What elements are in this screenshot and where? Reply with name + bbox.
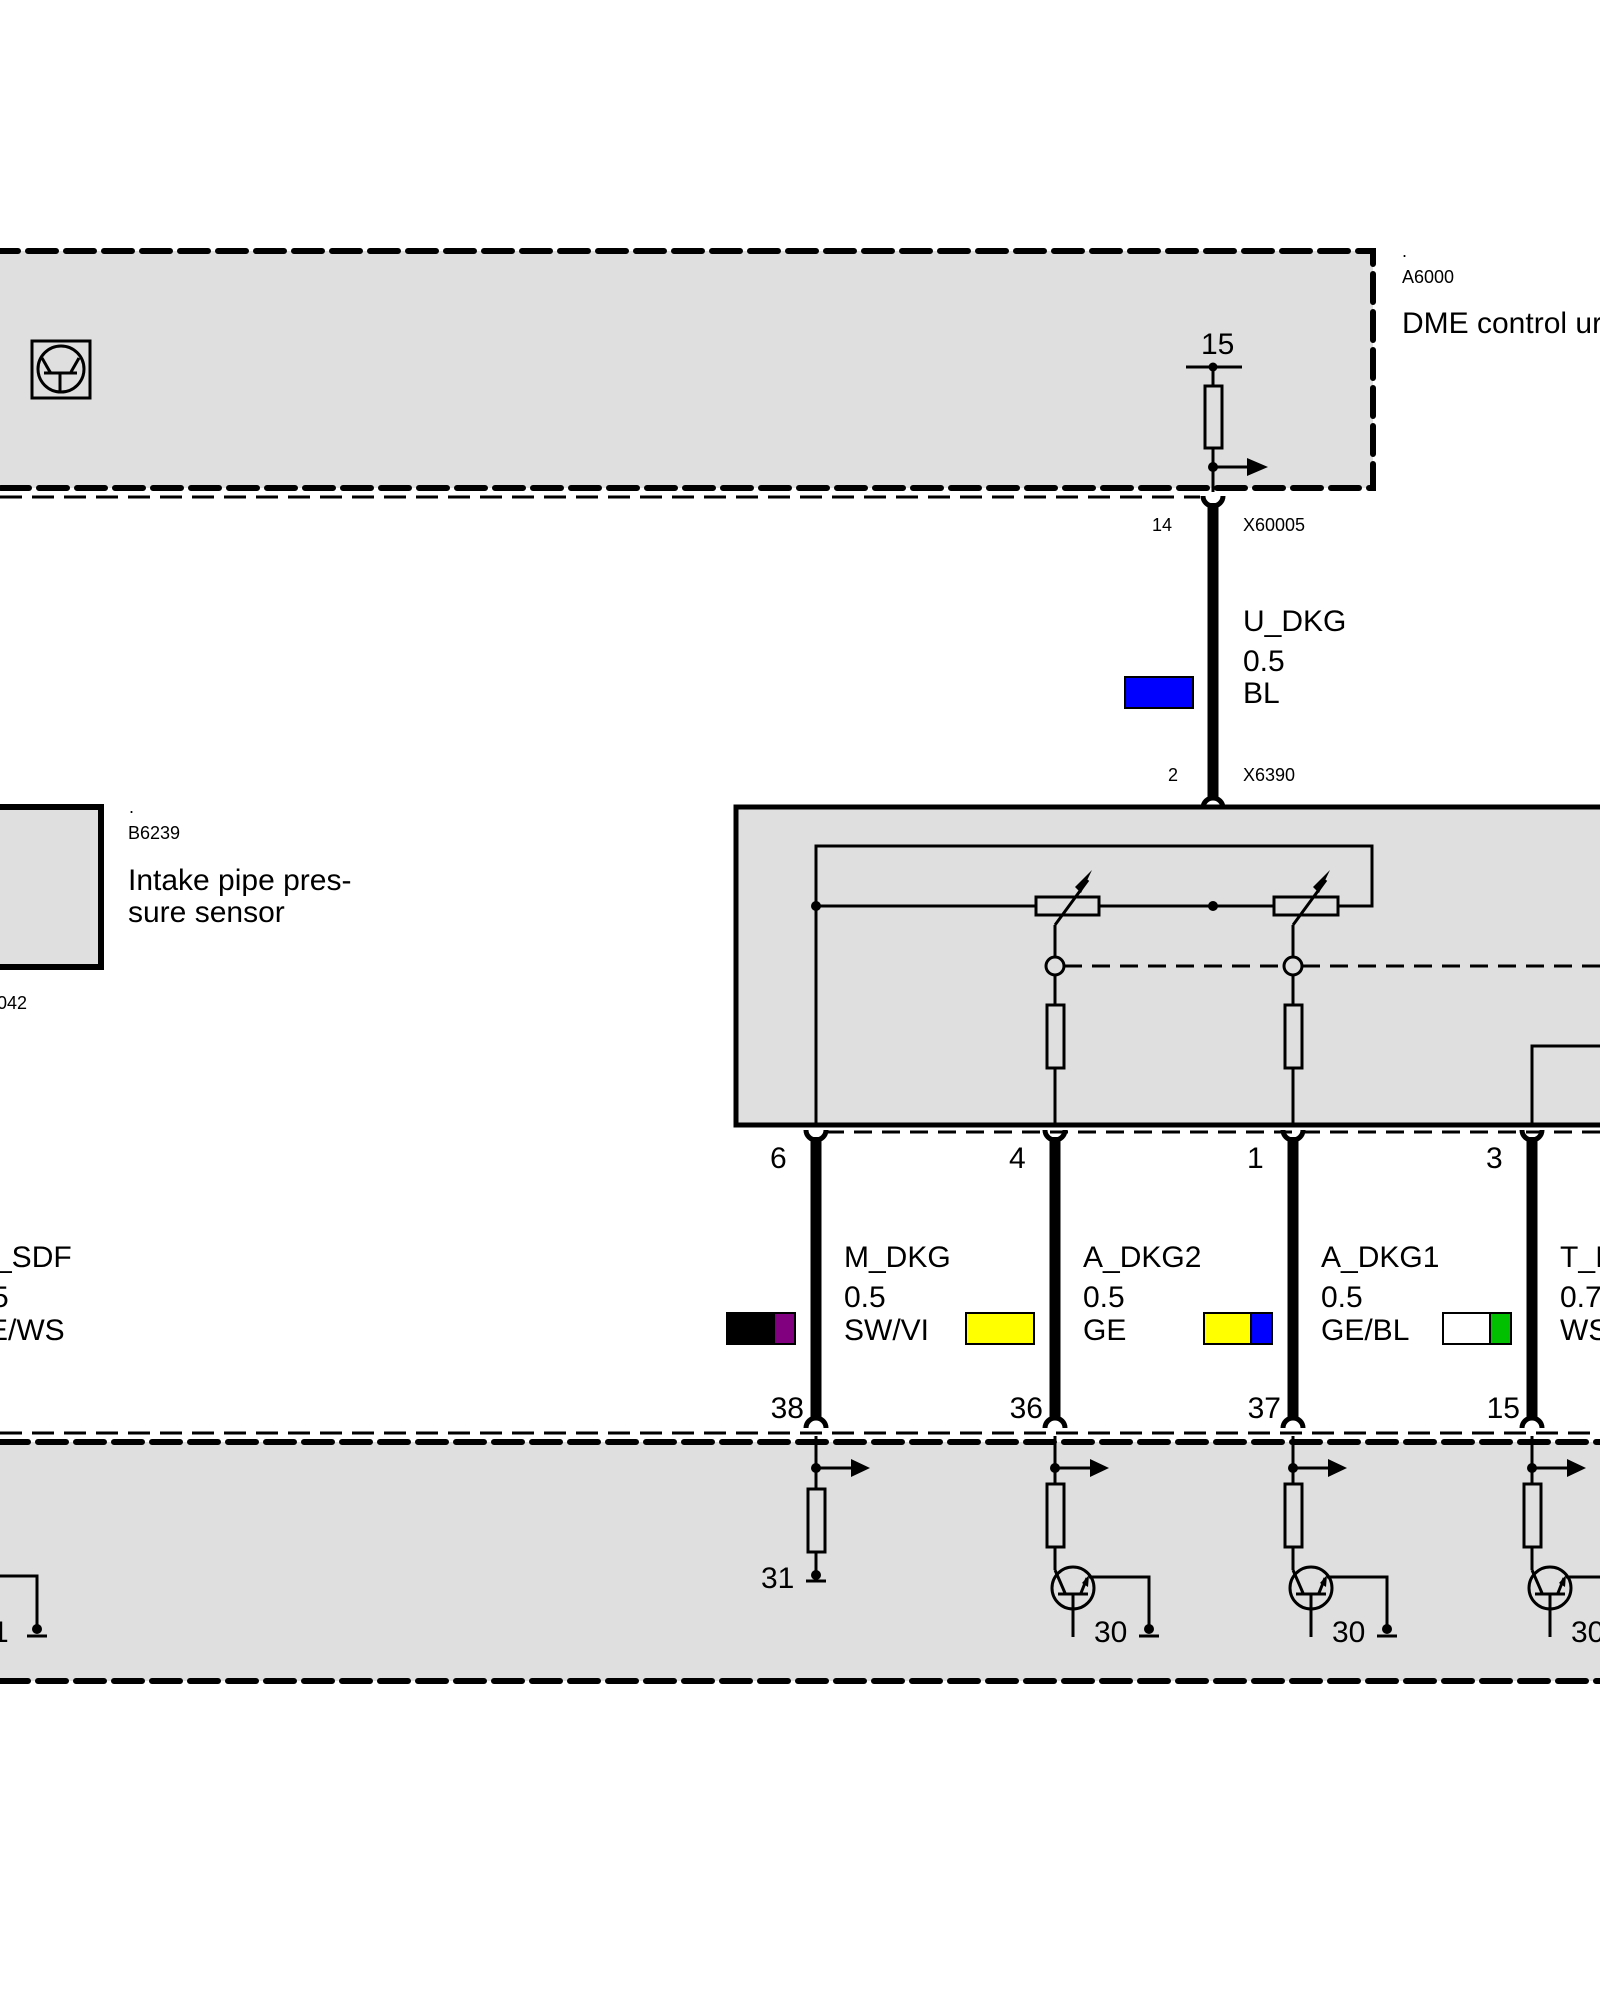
connector-label-sensor: X6390	[1243, 765, 1295, 785]
dme-control-unit-lower	[0, 1431, 1600, 1684]
sensor-name-line2: sure sensor	[128, 896, 285, 929]
wire-color-label: BL	[1243, 677, 1280, 710]
pin-label-sensor: 2	[1168, 765, 1178, 785]
pin-bottom-label: 15	[1487, 1392, 1520, 1425]
signal-arrow-icon	[1567, 1459, 1586, 1477]
potentiometer-2	[1272, 870, 1340, 1124]
pulldown-resistor	[1522, 1482, 1543, 1549]
pulldown-resistor	[1045, 1482, 1066, 1549]
signal-arrow-icon	[1247, 458, 1268, 476]
pin-bottom-label: 36	[1010, 1392, 1043, 1425]
dme-dot: .	[1402, 241, 1407, 261]
dme-input-stage	[1283, 1436, 1397, 1638]
wire-color-swatch	[1124, 676, 1194, 709]
left-partial-ground-label: 1	[0, 1616, 9, 1649]
sensor-id: B6239	[128, 823, 180, 843]
ground-label: 31	[761, 1562, 794, 1595]
wire-t-i[interactable]: 3 15 T_I 0.7WS 30	[1442, 1129, 1600, 1649]
connector-bottom	[1280, 1415, 1306, 1429]
pin-top-label: 6	[770, 1142, 787, 1175]
left-partial-signal: _SDF	[0, 1241, 72, 1274]
sensor-wires: 638M_DKG0.5SW/VI31436A_DKG20.5GE30137A_D…	[726, 1129, 1600, 1649]
connector-label-dme: X60005	[1243, 515, 1305, 535]
dme-terminal-label: 15	[1201, 328, 1234, 361]
wire-m-dkg[interactable]: 6 38 M_DKG 0.5SW/VI 31	[726, 1129, 951, 1595]
connector-bottom	[803, 1415, 829, 1429]
signal-arrow-icon	[1328, 1459, 1347, 1477]
dme-box-border	[0, 248, 1376, 491]
wire-signal-label: U_DKG	[1243, 605, 1346, 638]
pin-top-label: 1	[1247, 1142, 1264, 1175]
wire-color-label: SW/VI	[844, 1314, 929, 1347]
ground-label: 30	[1571, 1616, 1600, 1649]
wire-a-dkg1[interactable]: 1 37 A_DKG1 0.5GE/BL 30	[1203, 1129, 1439, 1649]
wire-a-dkg2[interactable]: 4 36 A_DKG2 0.5GE 30	[965, 1129, 1201, 1649]
wire-color-label: GE/BL	[1321, 1314, 1409, 1347]
wire-color-swatch	[965, 1312, 1035, 1345]
dme-control-unit-upper: 15	[0, 248, 1376, 499]
dme-input-stage	[806, 1436, 870, 1583]
potentiometer-1	[1034, 870, 1101, 1124]
wire-color-swatch	[726, 1312, 796, 1345]
connector-bottom	[1042, 1415, 1068, 1429]
left-partial-label: 042	[0, 993, 27, 1013]
pulldown-resistor	[806, 1487, 827, 1554]
ground-icon	[1144, 1624, 1154, 1634]
transistor-icon	[1050, 1547, 1096, 1637]
signal-arrow-icon	[1090, 1459, 1109, 1477]
wire-gauge-label: 0.7	[1560, 1281, 1600, 1314]
pin-bottom-label: 37	[1248, 1392, 1281, 1425]
wire-color-label: WS	[1560, 1314, 1600, 1347]
dme-name: DME control ur	[1402, 307, 1600, 340]
transistor-icon	[1527, 1547, 1573, 1637]
wire-signal-label: T_I	[1560, 1241, 1600, 1274]
wire-gauge-label: 0.5	[1083, 1281, 1125, 1314]
wire-color-label: GE	[1083, 1314, 1126, 1347]
sensor-name-line1: Intake pipe pres-	[128, 864, 351, 897]
dme-box-fill	[0, 251, 1373, 488]
sensor-dot: .	[129, 797, 134, 817]
wire-signal-label: A_DKG2	[1083, 1241, 1201, 1274]
wire-color-swatch	[1442, 1312, 1512, 1345]
dme-id: A6000	[1402, 267, 1454, 287]
pullup-resistor	[1203, 384, 1224, 450]
left-partial-gauge: 5	[0, 1281, 9, 1314]
wire-gauge-label: 0.5	[1243, 645, 1285, 678]
wire-gauge-label: 0.5	[1321, 1281, 1363, 1314]
ground-label: 30	[1332, 1616, 1365, 1649]
dme-input-stage	[1522, 1436, 1600, 1637]
connector-bottom	[1519, 1415, 1545, 1429]
ground-icon	[811, 1570, 821, 1580]
pin-label-dme: 14	[1152, 515, 1172, 535]
transistor-icon	[1288, 1547, 1334, 1637]
dme-input-stage	[1045, 1436, 1159, 1638]
wire-signal-label: M_DKG	[844, 1241, 951, 1274]
pin-top-label: 3	[1486, 1142, 1503, 1175]
left-partial-component	[0, 804, 104, 970]
pin-bottom-label: 38	[771, 1392, 804, 1425]
wire-color-swatch	[1203, 1312, 1273, 1345]
pin-top-label: 4	[1009, 1142, 1026, 1175]
wire-gauge-label: 0.5	[844, 1281, 886, 1314]
ground-icon	[1382, 1624, 1392, 1634]
dme-terminal-15: 15	[1186, 328, 1268, 492]
swatch-blue	[1124, 676, 1194, 709]
wire-signal-label: A_DKG1	[1321, 1241, 1439, 1274]
sensor-box	[733, 804, 1600, 1128]
transistor-icon	[30, 339, 92, 400]
ground-label: 30	[1094, 1616, 1127, 1649]
left-partial-color: E/WS	[0, 1314, 65, 1347]
pulldown-resistor	[1283, 1482, 1304, 1549]
signal-arrow-icon	[851, 1459, 870, 1477]
